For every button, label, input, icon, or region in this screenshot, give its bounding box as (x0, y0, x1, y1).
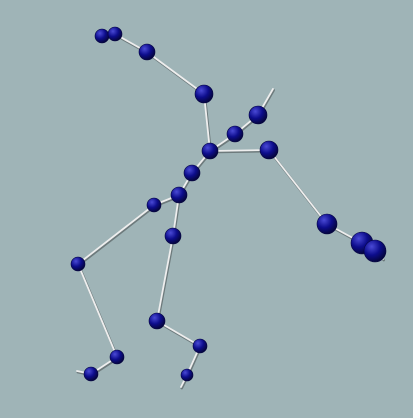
joint-spine-mid (183, 164, 201, 182)
bone-right-hip-to-right-knee-shadow (156, 235, 176, 324)
joint-right-elbow (316, 213, 338, 235)
bones-layer (76, 33, 385, 390)
joint-left-elbow (194, 84, 214, 104)
bone-left-hip-to-left-knee (77, 204, 155, 265)
joint-left-foot (83, 366, 99, 382)
bone-right-shoulder-to-right-elbow (268, 149, 328, 225)
joint-spine-shoulder (201, 142, 219, 160)
joint-left-hand-tip-b (107, 26, 123, 42)
joint-right-hand-tip (363, 239, 387, 263)
bone-right-hip-to-right-knee (156, 235, 174, 322)
joint-right-ankle (192, 338, 208, 354)
joint-head (248, 105, 268, 125)
bone-left-wrist-to-left-elbow (146, 51, 205, 95)
joint-left-wrist (138, 43, 156, 61)
joint-right-foot (180, 368, 194, 382)
joints-layer (70, 26, 387, 382)
joint-right-shoulder (259, 140, 279, 160)
bone-left-hip-to-left-knee-shadow (77, 204, 157, 267)
joint-left-hand-tip-a (94, 28, 110, 44)
joint-right-knee (148, 312, 166, 330)
joint-left-ankle (109, 349, 125, 365)
joint-neck (226, 125, 244, 143)
joint-left-knee (70, 256, 86, 272)
joint-right-hip (164, 227, 182, 245)
bone-left-elbow-to-spine-shoulder (203, 93, 211, 152)
joint-spine-base (170, 186, 188, 204)
bone-spine-shoulder-to-right-shoulder (209, 149, 270, 152)
joint-left-hip (146, 197, 162, 213)
bone-left-knee-to-left-ankle (77, 263, 118, 358)
